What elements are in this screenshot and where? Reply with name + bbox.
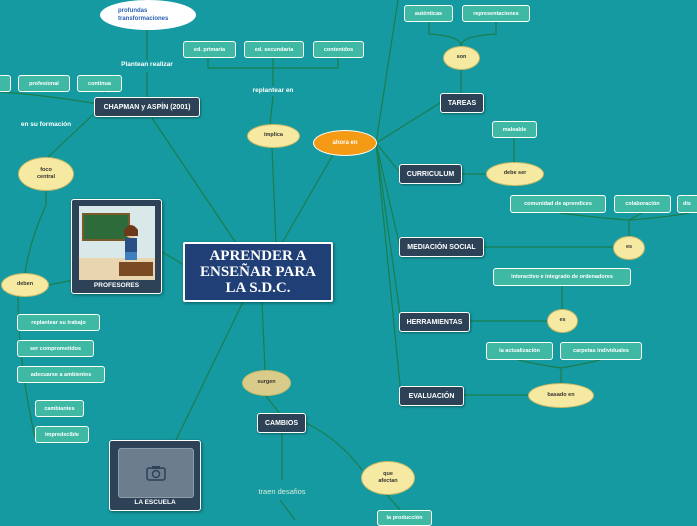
line-root-profesores	[161, 251, 185, 266]
line-root-implica	[271, 147, 277, 244]
leaf-carpetas[interactable]: carpetas individuales	[560, 342, 642, 360]
foco-central-text: foco central	[36, 166, 56, 180]
implica-oval[interactable]: implica	[247, 124, 300, 148]
line-ahora-top	[375, 0, 399, 144]
line-profesional	[0, 91, 99, 105]
line-chapman-foco	[44, 109, 99, 161]
image-placeholder	[118, 448, 194, 498]
cloud-text: profundas transformaciones	[118, 7, 169, 22]
root-topic[interactable]: APRENDER A ENSEÑAR PARA LA S.D.C.	[183, 242, 333, 302]
line-root-escuela	[175, 301, 244, 441]
line-root-surgen	[261, 301, 266, 371]
que-afectan-oval[interactable]: que afectan	[361, 461, 415, 495]
escuela-label: LA ESCUELA	[134, 499, 176, 506]
leaf-cambiantes[interactable]: cambiantes	[35, 400, 84, 417]
camera-icon	[146, 466, 166, 481]
debe-ser-oval[interactable]: debe ser	[486, 162, 544, 186]
profesores-label: PROFESORES	[93, 282, 140, 289]
leaf-maleable[interactable]: maleable	[492, 121, 537, 138]
en-su-formacion-label: en su formación	[20, 121, 72, 128]
plantean-realizar-label: Plantean realizar	[121, 61, 173, 68]
foco-central-oval[interactable]: foco central	[18, 157, 74, 191]
tareas-node[interactable]: TAREAS	[440, 93, 484, 113]
leaf-dis[interactable]: dis	[677, 195, 697, 213]
teacher-image	[79, 206, 155, 280]
leaf-impredecible[interactable]: impredecible	[35, 426, 89, 443]
root-title: APRENDER A ENSEÑAR PARA LA S.D.C.	[200, 248, 316, 296]
son-oval[interactable]: son	[443, 46, 480, 70]
leaf-autenticas[interactable]: auténticas	[404, 5, 453, 22]
leaf-contenidos[interactable]: contenidos	[313, 41, 364, 58]
leaf-interactivo[interactable]: interactivo e integrado de ordenadores	[493, 268, 631, 286]
line-implica-replantear	[269, 95, 274, 126]
es-herramientas-oval[interactable]: es	[547, 309, 578, 333]
line-deben-list	[17, 295, 36, 439]
cloud-profundas-transformaciones: profundas transformaciones	[100, 0, 196, 30]
ahora-en-oval[interactable]: ahora en	[313, 130, 377, 156]
chapman-node[interactable]: CHAPMAN y ASPÍN (2001)	[94, 97, 200, 117]
cambios-node[interactable]: CAMBIOS	[257, 413, 306, 433]
line-replantear-leaves	[207, 58, 339, 86]
line-root-chapman	[151, 117, 237, 244]
leaf-ser-comprometidos[interactable]: ser comprometidos	[17, 340, 94, 357]
line-root-ahora	[281, 152, 335, 244]
leaf-cut-left[interactable]	[0, 75, 11, 92]
leaf-produccion[interactable]: la producción	[377, 510, 432, 526]
herramientas-node[interactable]: HERRAMIENTAS	[399, 312, 470, 332]
mediacion-social-node[interactable]: MEDIACIÓN SOCIAL	[399, 237, 484, 257]
basado-en-oval[interactable]: basado en	[528, 383, 594, 408]
leaf-comunidad-aprendices[interactable]: comunidad de aprendices	[510, 195, 606, 213]
surgen-oval[interactable]: surgen	[242, 370, 291, 396]
leaf-continua[interactable]: continua	[77, 75, 122, 92]
leaf-ed-primaria[interactable]: ed. primaria	[183, 41, 236, 58]
traen-desafios-label: traen desafios	[258, 487, 306, 496]
replantear-en-label: replantear en	[252, 87, 294, 94]
leaf-ed-secundaria[interactable]: ed. secundaria	[244, 41, 304, 58]
curriculum-node[interactable]: CURRICULUM	[399, 164, 462, 184]
leaf-representaciones[interactable]: representaciones	[462, 5, 530, 22]
escuela-card[interactable]: LA ESCUELA	[109, 440, 201, 511]
leaf-colaboracion[interactable]: colaboración	[614, 195, 671, 213]
es-mediacion-oval[interactable]: es	[613, 236, 645, 260]
profesores-card[interactable]: PROFESORES	[71, 199, 162, 294]
leaf-actualizacion[interactable]: la actualización	[486, 342, 553, 360]
leaf-replantear-trabajo[interactable]: replantear su trabajo	[17, 314, 100, 331]
leaf-profesional[interactable]: profesional	[18, 75, 70, 92]
leaf-adecuarse[interactable]: adecuarse a ambientes	[17, 366, 105, 383]
line-ahora-tareas	[375, 102, 441, 144]
evaluacion-node[interactable]: EVALUACIÓN	[399, 386, 464, 406]
deben-oval[interactable]: deben	[1, 273, 49, 297]
que-afectan-text: que afectan	[378, 470, 398, 484]
